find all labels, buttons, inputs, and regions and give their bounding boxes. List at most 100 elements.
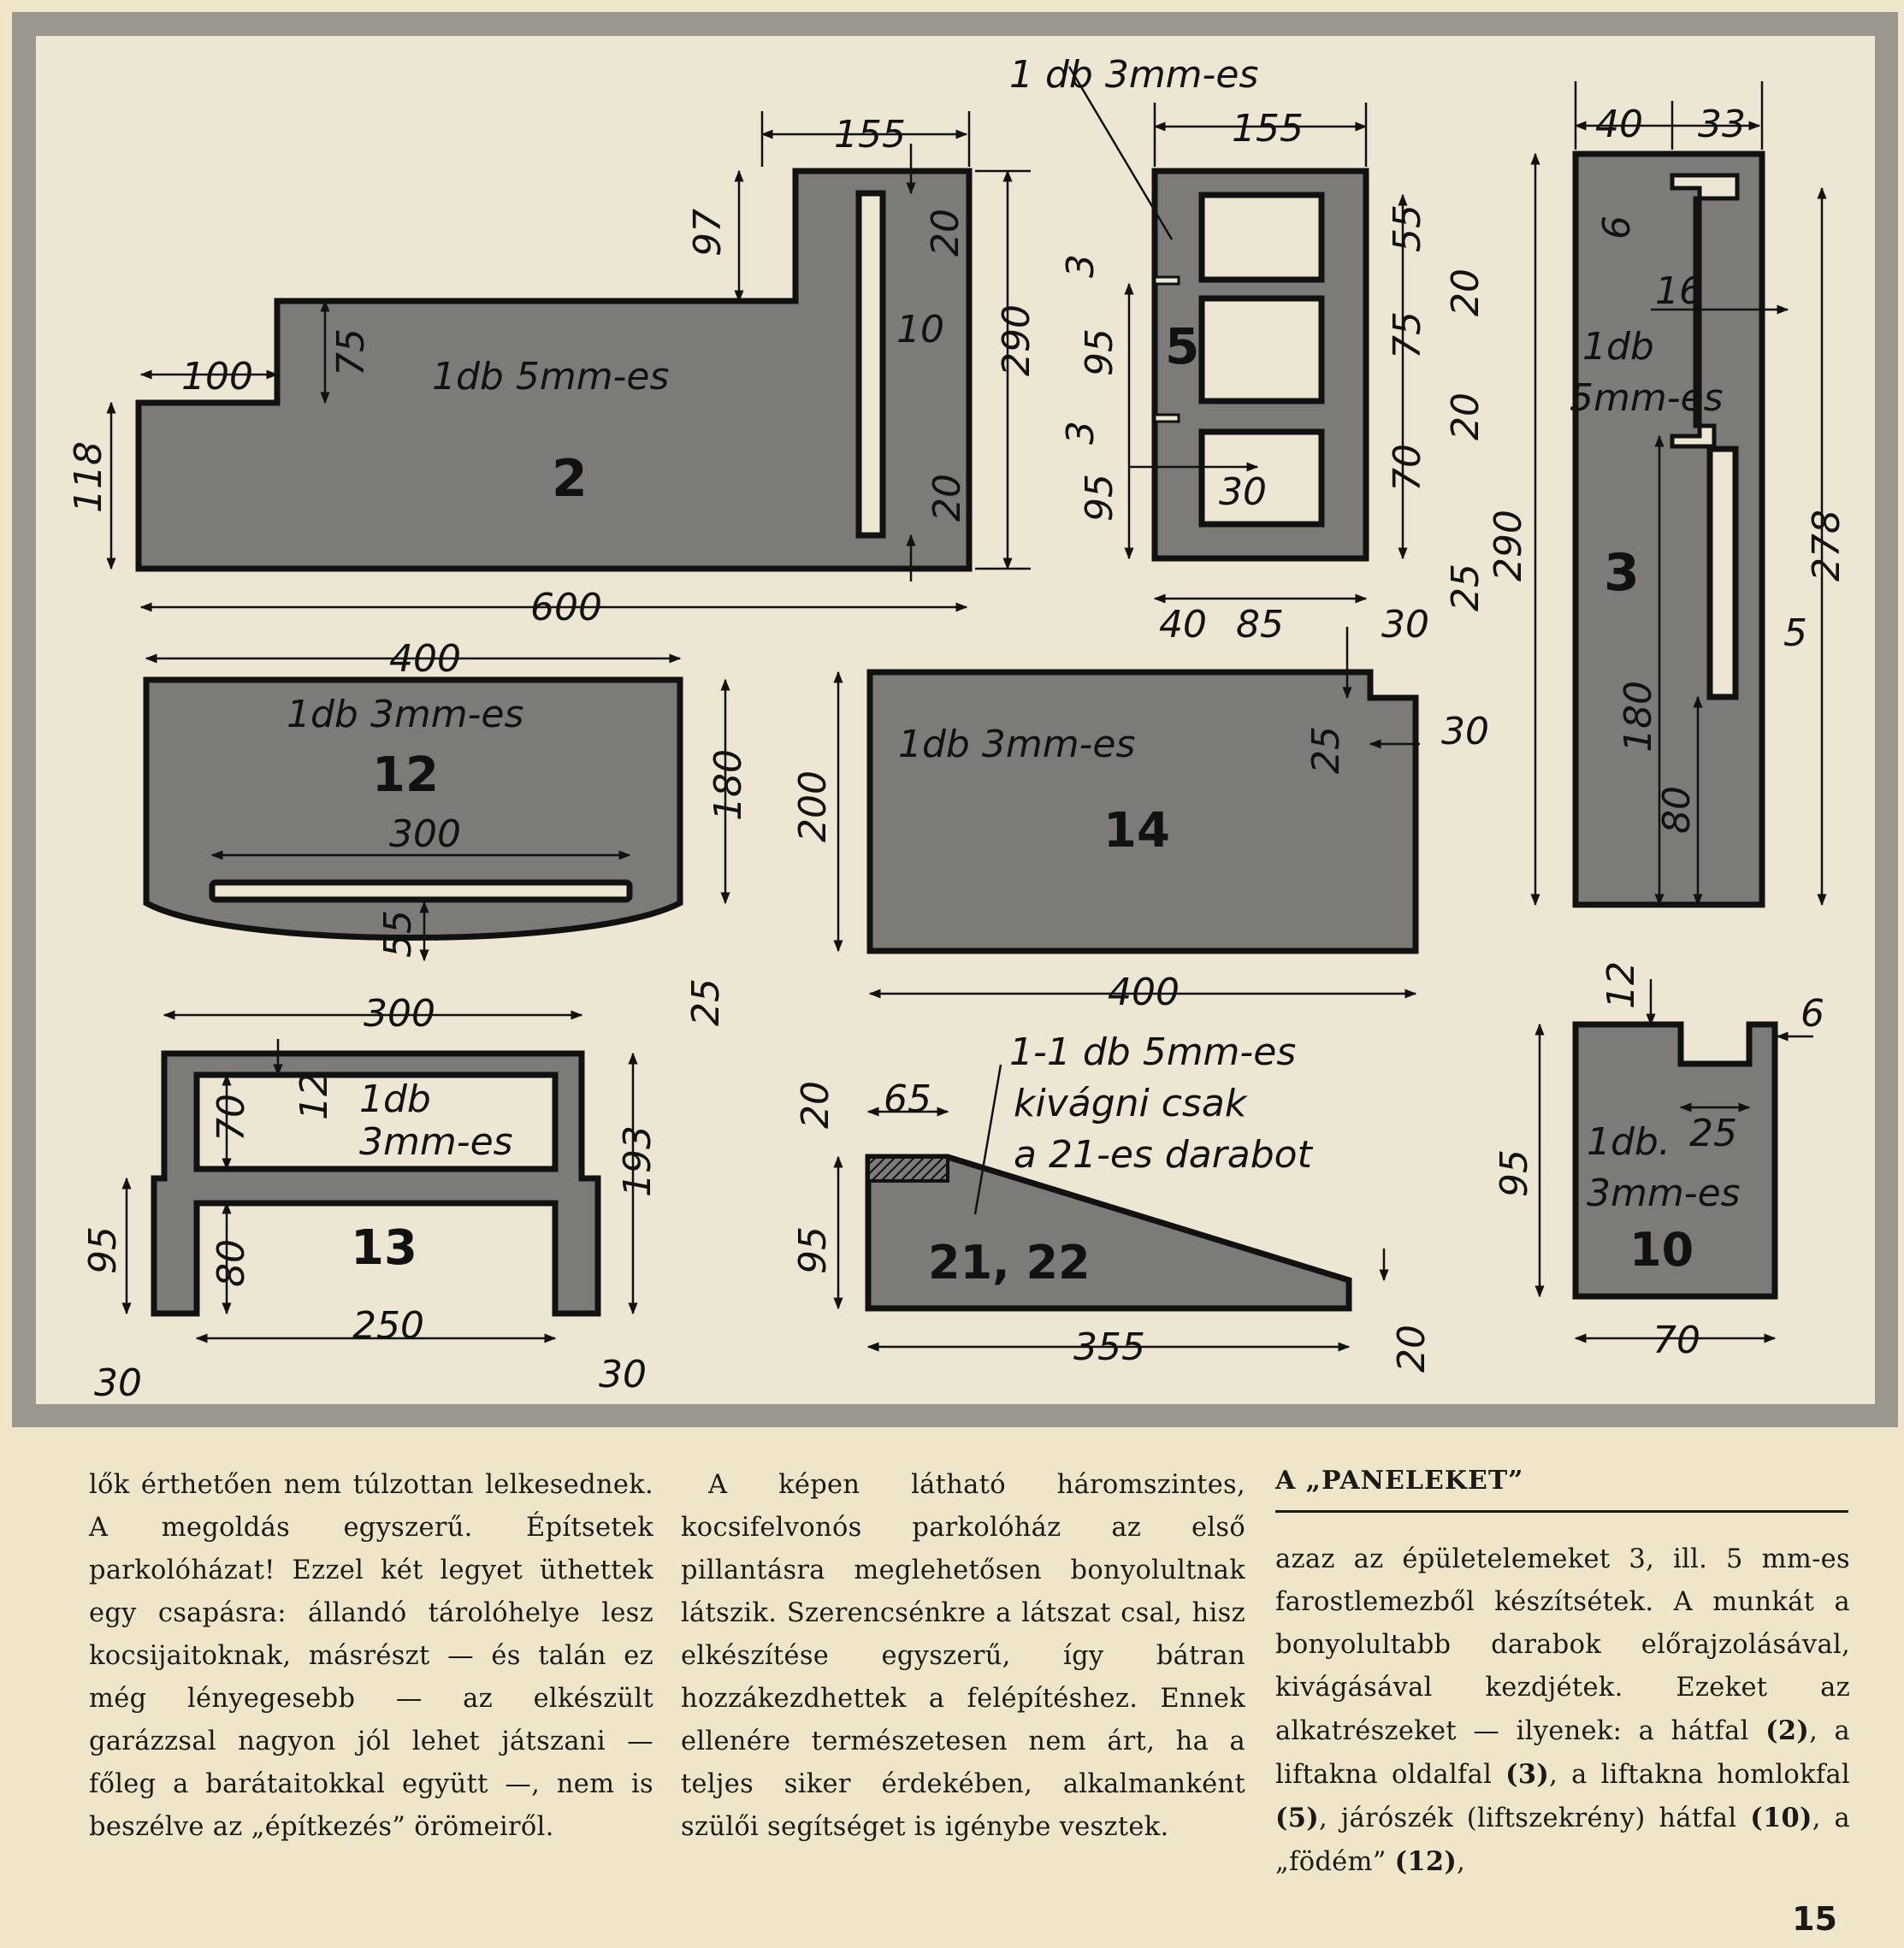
part-3-dim-80: 80 [1655, 786, 1699, 834]
part-21-dim-20: 20 [794, 1081, 837, 1129]
part-3-dim-6: 6 [1595, 215, 1639, 239]
part-10-shape [1572, 1021, 1778, 1300]
section-heading: A „PANELEKET” [1275, 1464, 1848, 1513]
part-13-label-2: 3mm-es [359, 1120, 513, 1164]
article-paragraph-2: A képen látható háromszintes, kocsifelvo… [681, 1470, 1245, 1842]
part-5-notch-1 [1153, 275, 1180, 286]
part-2-dim-97: 97 [686, 209, 730, 257]
col3-ref-5: (5) [1275, 1803, 1319, 1833]
part-10-number: 10 [1629, 1223, 1694, 1277]
part-13-dim-300: 300 [364, 992, 435, 1036]
part-21-label-1: 1-1 db 5mm-es [1009, 1030, 1296, 1074]
part-12-dim-300: 300 [389, 812, 461, 856]
part-2-dim-600: 600 [530, 586, 602, 629]
part-13-dim-250: 250 [352, 1304, 424, 1348]
drawing-labels: 1db 5mm-es 2 155 97 20 10 290 75 100 118… [67, 53, 1848, 1405]
part-21-number: 21, 22 [928, 1236, 1091, 1290]
part-3-shape [1572, 151, 1765, 908]
part-10-dim-95: 95 [1493, 1149, 1536, 1197]
part-5-dim-55: 55 [1386, 204, 1429, 252]
part-5-dim-95a: 95 [1078, 328, 1121, 376]
part-5-notch-2 [1153, 413, 1180, 423]
part-3-slot [1706, 446, 1739, 700]
col3-text-g: , járószék (liftszekrény) hátfal [1318, 1803, 1751, 1833]
part-5-dim-75: 75 [1386, 311, 1429, 359]
part-13-label-1: 1db [359, 1077, 431, 1121]
part-12-dim-400: 400 [389, 637, 461, 681]
part-14-shape [866, 669, 1419, 954]
part-3-label-1: 1db [1582, 325, 1654, 369]
part-13-dim-12: 12 [293, 1072, 336, 1120]
article-column-3: A „PANELEKET” azaz az épületelemeket 3, … [1275, 1464, 1850, 1884]
part-14-label: 1db 3mm-es [898, 723, 1135, 766]
part-10-dim-25: 25 [1689, 1112, 1737, 1155]
part-2-dim-20a: 20 [924, 209, 967, 257]
part-2-shape [135, 168, 973, 572]
part-13-number: 13 [351, 1220, 417, 1276]
part-12-label: 1db 3mm-es [287, 693, 523, 736]
part-5-dim-40: 40 [1159, 603, 1207, 646]
part-5-dim-3b: 3 [1059, 421, 1103, 445]
part-3-dim-290: 290 [1487, 510, 1530, 581]
part-5-number: 5 [1165, 317, 1199, 375]
part-5-dim-20a: 20 [1444, 269, 1487, 316]
part-3-label-2: 5mm-es [1570, 376, 1724, 420]
part-5-dim-25: 25 [1444, 564, 1487, 611]
part-13-dim-30a: 30 [94, 1361, 142, 1405]
part-2-slot [855, 190, 886, 539]
part-14-dim-200: 200 [791, 770, 835, 842]
part-2-dim-10: 10 [896, 308, 944, 351]
part-2-label: 1db 5mm-es [432, 355, 669, 398]
part-3-dim-40: 40 [1595, 103, 1643, 146]
col3-ref-2: (2) [1765, 1715, 1810, 1746]
part-21-label-3: a 21-es darabot [1014, 1133, 1314, 1177]
part-21-label-2: kivágni csak [1014, 1082, 1248, 1125]
part-12-dim-55: 55 [376, 910, 420, 958]
col3-text-i: , a „födém” [1275, 1803, 1850, 1877]
part-13-dim-30b: 30 [599, 1353, 647, 1396]
col3-text-a: azaz az épületelemeket 3, ill. 5 mm-es f… [1275, 1544, 1850, 1746]
col3-text-k: , [1457, 1847, 1466, 1877]
part-2-dim-100: 100 [181, 355, 253, 398]
part-21-dim-95: 95 [791, 1226, 835, 1274]
part-21-hatch [866, 1155, 949, 1183]
part-5-dim-85: 85 [1236, 603, 1284, 646]
col3-ref-10: (10) [1750, 1803, 1812, 1833]
part-14-number: 14 [1103, 803, 1170, 859]
part-5-window-2 [1198, 295, 1325, 404]
part-5-dim-95b: 95 [1078, 474, 1121, 522]
article-column-1: lők érthetően nem túlzottan lelkesednek.… [89, 1464, 653, 1849]
col3-text-e: , a liftakna homlokfal [1549, 1760, 1850, 1790]
part-12-dim-25: 25 [684, 978, 728, 1026]
part-2-dim-75: 75 [329, 328, 373, 376]
part-5-dim-30: 30 [1219, 470, 1267, 514]
part-2-dim-155: 155 [834, 113, 906, 156]
part-10-label-2: 3mm-es [1587, 1172, 1741, 1215]
part-2-dim-290: 290 [995, 304, 1038, 376]
part-2-number: 2 [552, 449, 588, 509]
part-10-label-1: 1db. [1587, 1120, 1670, 1164]
part-14-dim-400: 400 [1108, 971, 1180, 1014]
part-10-dim-12: 12 [1599, 961, 1643, 1009]
part-5-window-3 [1198, 428, 1325, 528]
part-14-dim-30: 30 [1441, 710, 1489, 753]
part-3-dim-16: 16 [1655, 269, 1703, 313]
col3-text-c: , a liftakna oldalfal [1275, 1716, 1850, 1790]
part-2-dim-20b: 20 [925, 474, 969, 522]
part-5-window-1 [1198, 192, 1325, 283]
part-10-dim-70: 70 [1653, 1319, 1700, 1362]
part-5-dim-70: 70 [1386, 444, 1429, 492]
part-5-dim-3a: 3 [1059, 254, 1103, 278]
part-5-dim-155: 155 [1232, 107, 1304, 151]
part-12-slot [209, 879, 633, 903]
article-paragraph-1: lők érthetően nem túlzottan lelkesednek.… [89, 1470, 653, 1842]
part-13-dim-95: 95 [81, 1226, 125, 1274]
part-12-number: 12 [372, 747, 439, 803]
col3-ref-3: (3) [1505, 1759, 1550, 1790]
part-5-dim-20b: 20 [1444, 393, 1487, 440]
part-2-dim-118: 118 [67, 441, 110, 513]
part-3-dim-33: 33 [1698, 103, 1746, 146]
part-13-opening [193, 1071, 559, 1172]
part-3-dim-5: 5 [1783, 611, 1807, 655]
part-3-number: 3 [1604, 543, 1640, 603]
